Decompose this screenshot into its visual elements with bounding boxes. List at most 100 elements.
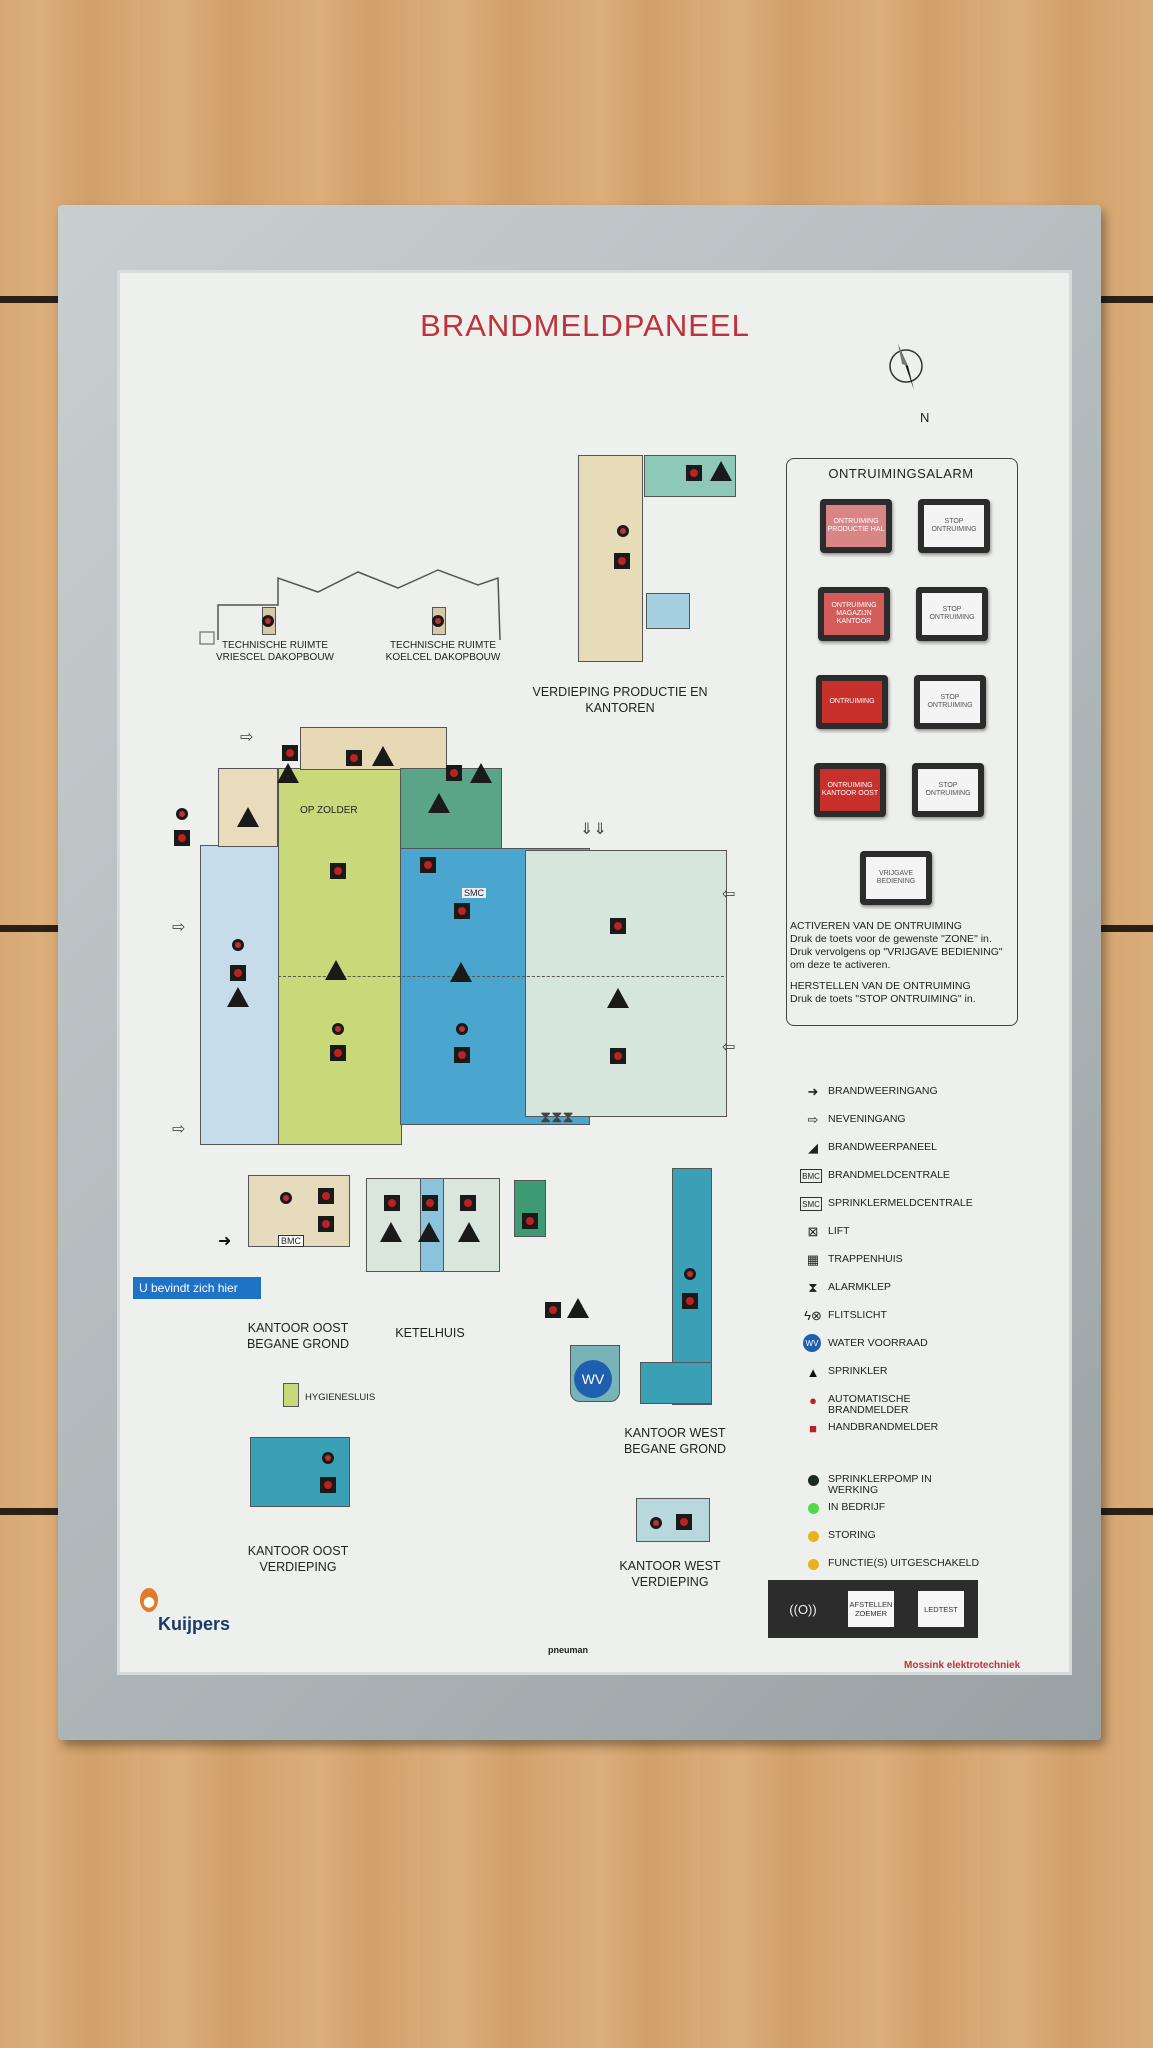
reset-text: Druk de toets "STOP ONTRUIMING" in. xyxy=(790,993,976,1005)
smoke-detector-icon xyxy=(650,1517,662,1529)
side-entrance-icon: ⇨ xyxy=(172,919,186,936)
sprinkler-icon xyxy=(458,1222,480,1242)
manual-call-point-icon xyxy=(422,1195,438,1211)
room-kantoor-oost-verd xyxy=(250,1437,350,1507)
room-verdieping-main xyxy=(578,455,643,662)
stairwell-icon: ▦ xyxy=(806,1252,820,1267)
sprinkler-icon xyxy=(380,1222,402,1242)
manual-call-point-icon xyxy=(610,1048,626,1064)
ledtest-button[interactable]: LEDTEST xyxy=(910,1583,972,1635)
evac-zone-1-button[interactable]: ONTRUIMING PRODUCTIE HAL xyxy=(820,499,892,553)
legend-item: ■HANDBRANDMELDER xyxy=(800,1418,1040,1446)
smc-icon: SMC xyxy=(800,1197,822,1211)
manual-call-point-icon xyxy=(346,750,362,766)
water-supply-icon: WV xyxy=(803,1334,821,1352)
legend-item: ϟ⊗FLITSLICHT xyxy=(800,1306,1040,1334)
in-operation-lamp-icon xyxy=(807,1502,819,1514)
label-op-zolder: OP ZOLDER xyxy=(300,805,358,816)
manual-call-point-icon xyxy=(174,830,190,846)
manual-call-point-icon xyxy=(545,1302,561,1318)
sprinkler-icon: ▲ xyxy=(806,1364,820,1380)
manual-call-point-icon xyxy=(682,1293,698,1309)
legend: ➜BRANDWEERINGANG ⇨NEVENINGANG ◢BRANDWEER… xyxy=(800,1082,1040,1446)
smoke-detector-icon xyxy=(280,1192,292,1204)
sprinkler-icon xyxy=(607,988,629,1008)
legend-item: ⊠LIFT xyxy=(800,1222,1040,1250)
fault-lamp-icon xyxy=(807,1530,819,1542)
north-compass-icon xyxy=(889,344,923,390)
sprinkler-icon xyxy=(227,987,249,1007)
smoke-detector-icon xyxy=(232,939,244,951)
label-kantoor-west-verd: KANTOOR WEST VERDIEPING xyxy=(619,1559,721,1589)
status-row: SPRINKLERPOMP IN WERKING xyxy=(800,1470,1020,1498)
manual-call-point-icon xyxy=(330,1045,346,1061)
stop-zone-2-button[interactable]: STOP ONTRUIMING xyxy=(916,587,988,641)
room-kantoor-west-bg-base xyxy=(640,1362,712,1404)
room-kantoor-west-verd xyxy=(636,1498,710,1542)
evacuation-title: ONTRUIMINGSALARM xyxy=(828,466,974,481)
sprinkler-icon xyxy=(470,763,492,783)
evacuation-instructions: ACTIVEREN VAN DE ONTRUIMING Druk de toet… xyxy=(790,920,1012,1006)
legend-item: ⇨NEVENINGANG xyxy=(800,1110,1040,1138)
manual-call-point-icon xyxy=(318,1188,334,1204)
side-entrance-icon: ⇦ xyxy=(722,886,736,903)
activate-title: ACTIVEREN VAN DE ONTRUIMING xyxy=(790,920,962,932)
manual-call-point-icon xyxy=(454,903,470,919)
label-tech-koel: TECHNISCHE RUIMTE KOELCEL DAKOPBOUW xyxy=(385,640,501,663)
manual-call-point-icon xyxy=(230,965,246,981)
smoke-detector-icon xyxy=(456,1023,468,1035)
release-control-button[interactable]: VRIJGAVE BEDIENING xyxy=(860,851,932,905)
manual-call-point-icon xyxy=(330,863,346,879)
side-entrance-icon: ⇦ xyxy=(722,1039,736,1056)
silence-buzzer-button[interactable]: AFSTELLEN ZOEMER xyxy=(840,1583,902,1635)
label-verdieping: VERDIEPING PRODUCTIE EN KANTOREN xyxy=(532,685,708,715)
fire-brigade-panel-icon: ◢ xyxy=(808,1140,818,1155)
alarm-valve-icon: ⧗⧗⧗ xyxy=(540,1109,574,1126)
status-lamps: SPRINKLERPOMP IN WERKING IN BEDRIJF STOR… xyxy=(800,1470,1020,1582)
legend-item: ●AUTOMATISCHE BRANDMELDER xyxy=(800,1390,1040,1418)
smoke-detector-icon xyxy=(684,1268,696,1280)
manual-call-point-icon xyxy=(318,1216,334,1232)
bmc-icon: BMC xyxy=(800,1169,822,1183)
activate-text: Druk de toets voor de gewenste "ZONE" in… xyxy=(790,933,1003,971)
evac-zone-3-button[interactable]: ONTRUIMING xyxy=(816,675,888,729)
smoke-detector-icon: ● xyxy=(809,1392,817,1408)
side-entrance-icon: ⇨ xyxy=(807,1112,819,1127)
manual-call-point-icon: ■ xyxy=(809,1420,817,1436)
fire-brigade-entrance-icon: ➜ xyxy=(807,1084,819,1099)
sprinkler-icon xyxy=(450,962,472,982)
smoke-detector-icon xyxy=(322,1452,334,1464)
zone-divider xyxy=(278,976,724,977)
side-entrance-icon: ⇨ xyxy=(172,1121,186,1138)
legend-item: ▲SPRINKLER xyxy=(800,1362,1040,1390)
buzzer-icon: ((O)) xyxy=(789,1602,817,1617)
bmc-label: BMC xyxy=(278,1235,304,1247)
disabled-lamp-icon xyxy=(807,1558,819,1570)
smoke-detector-icon xyxy=(262,615,274,627)
label-hygienesluis: HYGIENESLUIS xyxy=(305,1392,376,1403)
evac-zone-4-button[interactable]: ONTRUIMING KANTOOR OOST xyxy=(814,763,886,817)
manual-call-point-icon xyxy=(522,1213,538,1229)
evac-zone-2-button[interactable]: ONTRUIMING MAGAZIJN KANTOOR xyxy=(818,587,890,641)
manual-call-point-icon xyxy=(454,1047,470,1063)
legend-item: ◢BRANDWEERPANEEL xyxy=(800,1138,1040,1166)
stop-zone-3-button[interactable]: STOP ONTRUIMING xyxy=(914,675,986,729)
manual-call-point-icon xyxy=(320,1477,336,1493)
status-row: FUNCTIE(S) UITGESCHAKELD xyxy=(800,1554,1020,1582)
smoke-detector-icon xyxy=(332,1023,344,1035)
stop-zone-1-button[interactable]: STOP ONTRUIMING xyxy=(918,499,990,553)
pneuman-logo: pneuman xyxy=(548,1645,589,1655)
stop-zone-4-button[interactable]: STOP ONTRUIMING xyxy=(912,763,984,817)
sprinkler-icon xyxy=(277,763,299,783)
north-label: N xyxy=(920,410,930,425)
mossink-logo: Mossink elektrotechniek xyxy=(904,1660,1021,1671)
you-are-here-badge: U bevindt zich hier xyxy=(133,1277,261,1299)
room-verdieping-small xyxy=(646,593,690,629)
status-row: IN BEDRIJF xyxy=(800,1498,1020,1526)
lift-icon: ⊠ xyxy=(807,1224,819,1239)
smc-label: SMC xyxy=(462,888,486,898)
sprinkler-icon xyxy=(710,461,732,481)
